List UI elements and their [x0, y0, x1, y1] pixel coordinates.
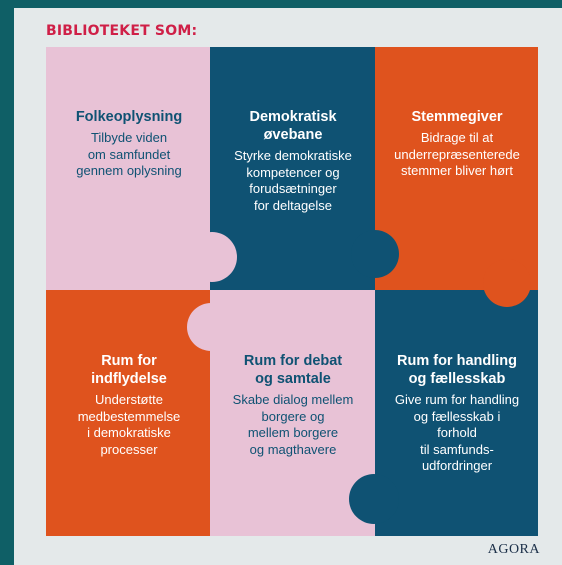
piece-description: Skabe dialog mellem borgere og mellem bo…	[232, 392, 354, 457]
puzzle-piece-folkeoplysning: Folkeoplysning Tilbyde viden om samfunde…	[50, 108, 208, 180]
knob-navy-into-pink	[349, 474, 399, 524]
knob-pink-into-orange	[187, 303, 235, 351]
piece-title: Folkeoplysning	[75, 109, 183, 125]
agora-logo: AGORA	[487, 542, 540, 557]
piece-title: Rum for handling og fællesskab	[396, 353, 517, 387]
puzzle-piece-stemmegiver: Stemmegiver Bidrage til at underrepræsen…	[378, 108, 536, 180]
tile-demokratisk-ovebane	[210, 47, 376, 291]
knob-navy-into-orange	[351, 230, 399, 278]
puzzle-piece-rum-for-debat: Rum for debat og samtale Skabe dialog me…	[214, 352, 372, 458]
puzzle-piece-rum-for-indflydelse: Rum for indflydelse Understøtte medbeste…	[50, 352, 208, 458]
piece-description: Tilbyde viden om samfundet gennem oplysn…	[76, 130, 182, 178]
piece-title: Demokratisk øvebane	[249, 109, 337, 143]
tile-stemmegiver	[375, 47, 538, 291]
piece-title: Rum for debat og samtale	[243, 353, 343, 387]
puzzle-piece-rum-for-handling: Rum for handling og fællesskab Give rum …	[378, 352, 536, 475]
page-title: BIBLIOTEKET SOM:	[46, 23, 198, 39]
piece-description: Bidrage til at underrepræsenterede stemm…	[394, 130, 520, 178]
knob-pink-into-navy	[187, 232, 237, 282]
tile-folkeoplysning	[46, 47, 211, 291]
tile-rum-for-debat	[210, 290, 376, 536]
knob-orange-into-navy	[483, 259, 531, 307]
tile-rum-for-indflydelse	[46, 290, 211, 536]
piece-description: Understøtte medbestemmelse i demokratisk…	[77, 392, 181, 457]
piece-title: Stemmegiver	[411, 109, 503, 125]
piece-description: Styrke demokratiske kompetencer og forud…	[234, 148, 352, 213]
piece-title: Rum for indflydelse	[91, 353, 167, 387]
piece-description: Give rum for handling og fællesskab i fo…	[394, 392, 520, 473]
puzzle-piece-demokratisk-ovebane: Demokratisk øvebane Styrke demokratiske …	[214, 108, 372, 214]
tile-rum-for-handling	[375, 290, 538, 536]
